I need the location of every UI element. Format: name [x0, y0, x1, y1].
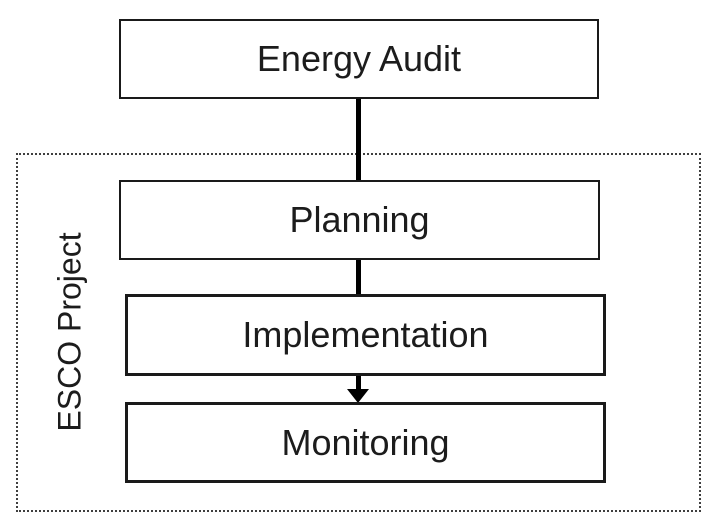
arrowhead-down-icon — [347, 389, 369, 403]
connector-planning-to-implementation — [356, 259, 361, 296]
node-planning: Planning — [119, 180, 600, 260]
node-implementation-label: Implementation — [242, 314, 489, 355]
node-energy-audit-label: Energy Audit — [256, 38, 462, 79]
esco-project-label: ESCO Project — [51, 232, 88, 432]
node-planning-label: Planning — [289, 199, 430, 240]
connector-implementation-to-monitoring — [356, 376, 361, 390]
node-implementation: Implementation — [125, 294, 606, 376]
node-energy-audit: Energy Audit — [119, 19, 599, 99]
connector-audit-to-planning — [356, 98, 361, 182]
node-monitoring: Monitoring — [125, 402, 606, 483]
node-monitoring-label: Monitoring — [281, 421, 450, 463]
